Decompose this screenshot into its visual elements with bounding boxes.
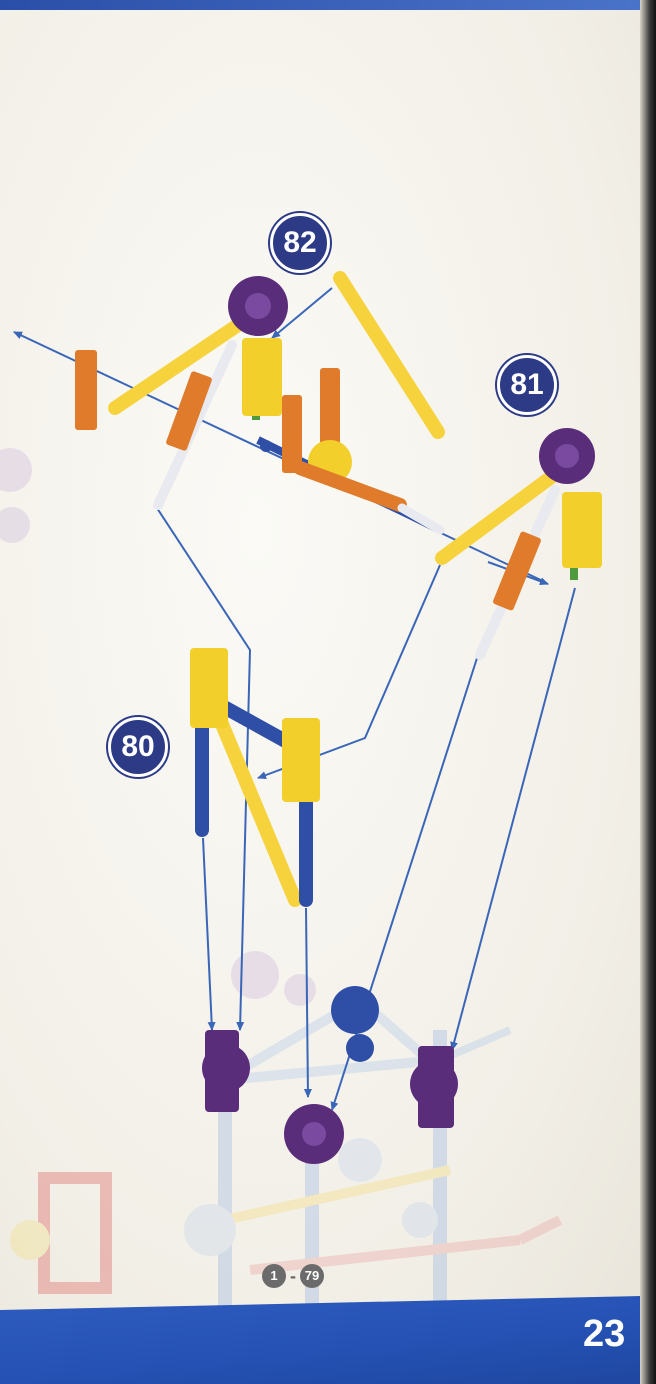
step-81-parts [442,428,602,655]
page-number: 23 [583,1313,625,1356]
step-82-parts [75,276,440,530]
step-number-82: 82 [270,213,330,273]
previous-steps-indicator: 1 - 79 [262,1262,324,1290]
range-separator: - [290,1266,296,1287]
page-edge-shadow [640,0,656,1384]
step-number-80: 80 [108,717,168,777]
step-80-parts [190,648,320,900]
footer-band [0,1296,642,1384]
range-end-badge: 79 [300,1264,324,1288]
step-number-81: 81 [497,355,557,415]
range-start-badge: 1 [262,1264,286,1288]
